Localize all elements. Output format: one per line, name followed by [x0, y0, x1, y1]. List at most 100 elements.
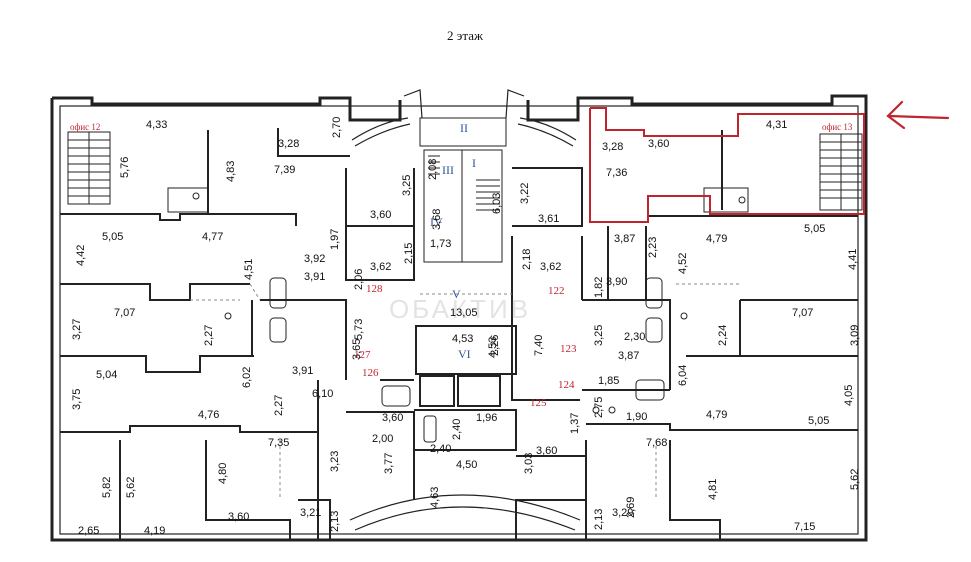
dimension-label: 4,79 — [706, 409, 727, 421]
dimension-label: 7,40 — [533, 335, 545, 356]
dimension-label: 4,53 — [452, 333, 473, 345]
dimension-label: 3,61 — [538, 213, 559, 225]
dimension-label: 6,03 — [491, 193, 503, 214]
dimension-label: 3,22 — [519, 183, 531, 204]
roman-label: VI — [458, 347, 471, 361]
dimension-label: 2,08 — [427, 159, 439, 180]
dimension-label: 4,50 — [456, 459, 477, 471]
room-number: 126 — [362, 367, 379, 379]
dimension-label: 3,25 — [401, 175, 413, 196]
dimension-label: 2,40 — [430, 443, 451, 455]
dimension-label: 4,80 — [217, 463, 229, 484]
dimension-label: 2,30 — [624, 331, 645, 343]
dimension-label: 5,62 — [125, 477, 137, 498]
dimension-label: 7,15 — [794, 521, 815, 533]
dimension-label: 13,05 — [450, 307, 478, 319]
dimension-label: 4,53 — [487, 337, 499, 358]
dimension-label: 3,75 — [71, 389, 83, 410]
office-13-label: офис 13 — [822, 122, 853, 132]
dimension-label: 3,68 — [431, 209, 443, 230]
fixtures — [167, 187, 749, 443]
roman-label: I — [472, 156, 476, 170]
dimension-label: 3,25 — [593, 325, 605, 346]
dashed-partitions — [190, 283, 740, 500]
dimension-label: 2,70 — [331, 117, 343, 138]
outer-walls — [50, 94, 868, 542]
interior-walls — [60, 128, 858, 540]
dimension-label: 2,13 — [593, 509, 605, 530]
dimension-label: 3,09 — [849, 325, 861, 346]
dimension-label: 4,31 — [766, 119, 787, 131]
room-number: 123 — [560, 343, 577, 355]
dimension-label: 1,85 — [598, 375, 619, 387]
dimension-label: 5,73 — [353, 319, 365, 340]
dimension-label: 3,28 — [278, 138, 299, 150]
dimension-label: 4,41 — [847, 249, 859, 270]
dimension-label: 3,87 — [614, 233, 635, 245]
room-number: 124 — [558, 379, 575, 391]
dimension-label: 3,90 — [606, 276, 627, 288]
dimension-label: 3,91 — [292, 365, 313, 377]
right-stair — [819, 133, 863, 211]
central-stair — [419, 117, 507, 263]
dimension-label: 1,82 — [593, 277, 605, 298]
dimension-label: 5,04 — [96, 369, 117, 381]
dimension-label: 3,60 — [228, 511, 249, 523]
room-number: 122 — [548, 285, 565, 297]
dimension-label: 5,05 — [102, 231, 123, 243]
left-stair — [67, 131, 111, 205]
dimension-label: 2,40 — [451, 419, 463, 440]
dimension-label: 7,07 — [792, 307, 813, 319]
dimension-label: 2,06 — [353, 269, 365, 290]
office-13-outline — [589, 107, 865, 223]
dimension-label: 4,51 — [243, 259, 255, 280]
roman-label: V — [452, 287, 461, 301]
dimension-label: 3,60 — [370, 209, 391, 221]
office-12-label: офис 12 — [70, 122, 100, 132]
dimension-label: 7,35 — [268, 437, 289, 449]
dimension-label: 3,60 — [648, 138, 669, 150]
dimension-label: 4,79 — [706, 233, 727, 245]
dimension-label: 4,77 — [202, 231, 223, 243]
dimension-label: 1,73 — [430, 238, 451, 250]
dimension-label: 2,69 — [625, 497, 637, 518]
watermark: ОБАКТИВ — [389, 294, 531, 324]
dimension-label: 3,91 — [304, 271, 325, 283]
room-number: 125 — [530, 397, 547, 409]
dimension-label: 6,04 — [677, 365, 689, 386]
dimension-label: 3,87 — [618, 350, 639, 362]
dimension-label: 2,23 — [647, 237, 659, 258]
dimension-label: 7,07 — [114, 307, 135, 319]
dimension-label: 4,63 — [429, 487, 441, 508]
central-arcs — [349, 89, 581, 531]
dimensions: 4,33 3,28 7,39 3,60 5,05 4,77 1,73 3,92 … — [78, 119, 829, 537]
dimension-label: 7,68 — [646, 437, 667, 449]
stair-labels: II III I IV V VI — [430, 121, 476, 361]
dimension-label: 4,52 — [677, 253, 689, 274]
dimension-label: 3,62 — [370, 261, 391, 273]
dimension-label: 3,21 — [300, 507, 321, 519]
dimension-label: 3,65 — [351, 339, 363, 360]
dimension-label: 5,05 — [808, 415, 829, 427]
dimension-label: 3,62 — [540, 261, 561, 273]
dimension-label: 3,23 — [329, 451, 341, 472]
dimension-label: 1,90 — [626, 411, 647, 423]
dimension-label: 4,81 — [707, 479, 719, 500]
office-arrow — [886, 100, 950, 130]
dimension-label: 2,18 — [521, 249, 533, 270]
dimension-label: 2,00 — [372, 433, 393, 445]
dimension-label: 4,33 — [146, 119, 167, 131]
dimension-label: 2,75 — [593, 397, 605, 418]
dimension-label: 6,10 — [312, 388, 333, 400]
room-number: 128 — [366, 283, 383, 295]
dimension-label: 7,39 — [274, 164, 295, 176]
dimension-label: 3,77 — [383, 453, 395, 474]
roman-label: IV — [430, 215, 443, 229]
roman-label: II — [460, 121, 468, 135]
dimension-label: 2,27 — [273, 395, 285, 416]
dimension-label: 2,27 — [203, 325, 215, 346]
dimension-label: 6,02 — [241, 367, 253, 388]
dimension-label: 2,26 — [489, 335, 501, 356]
